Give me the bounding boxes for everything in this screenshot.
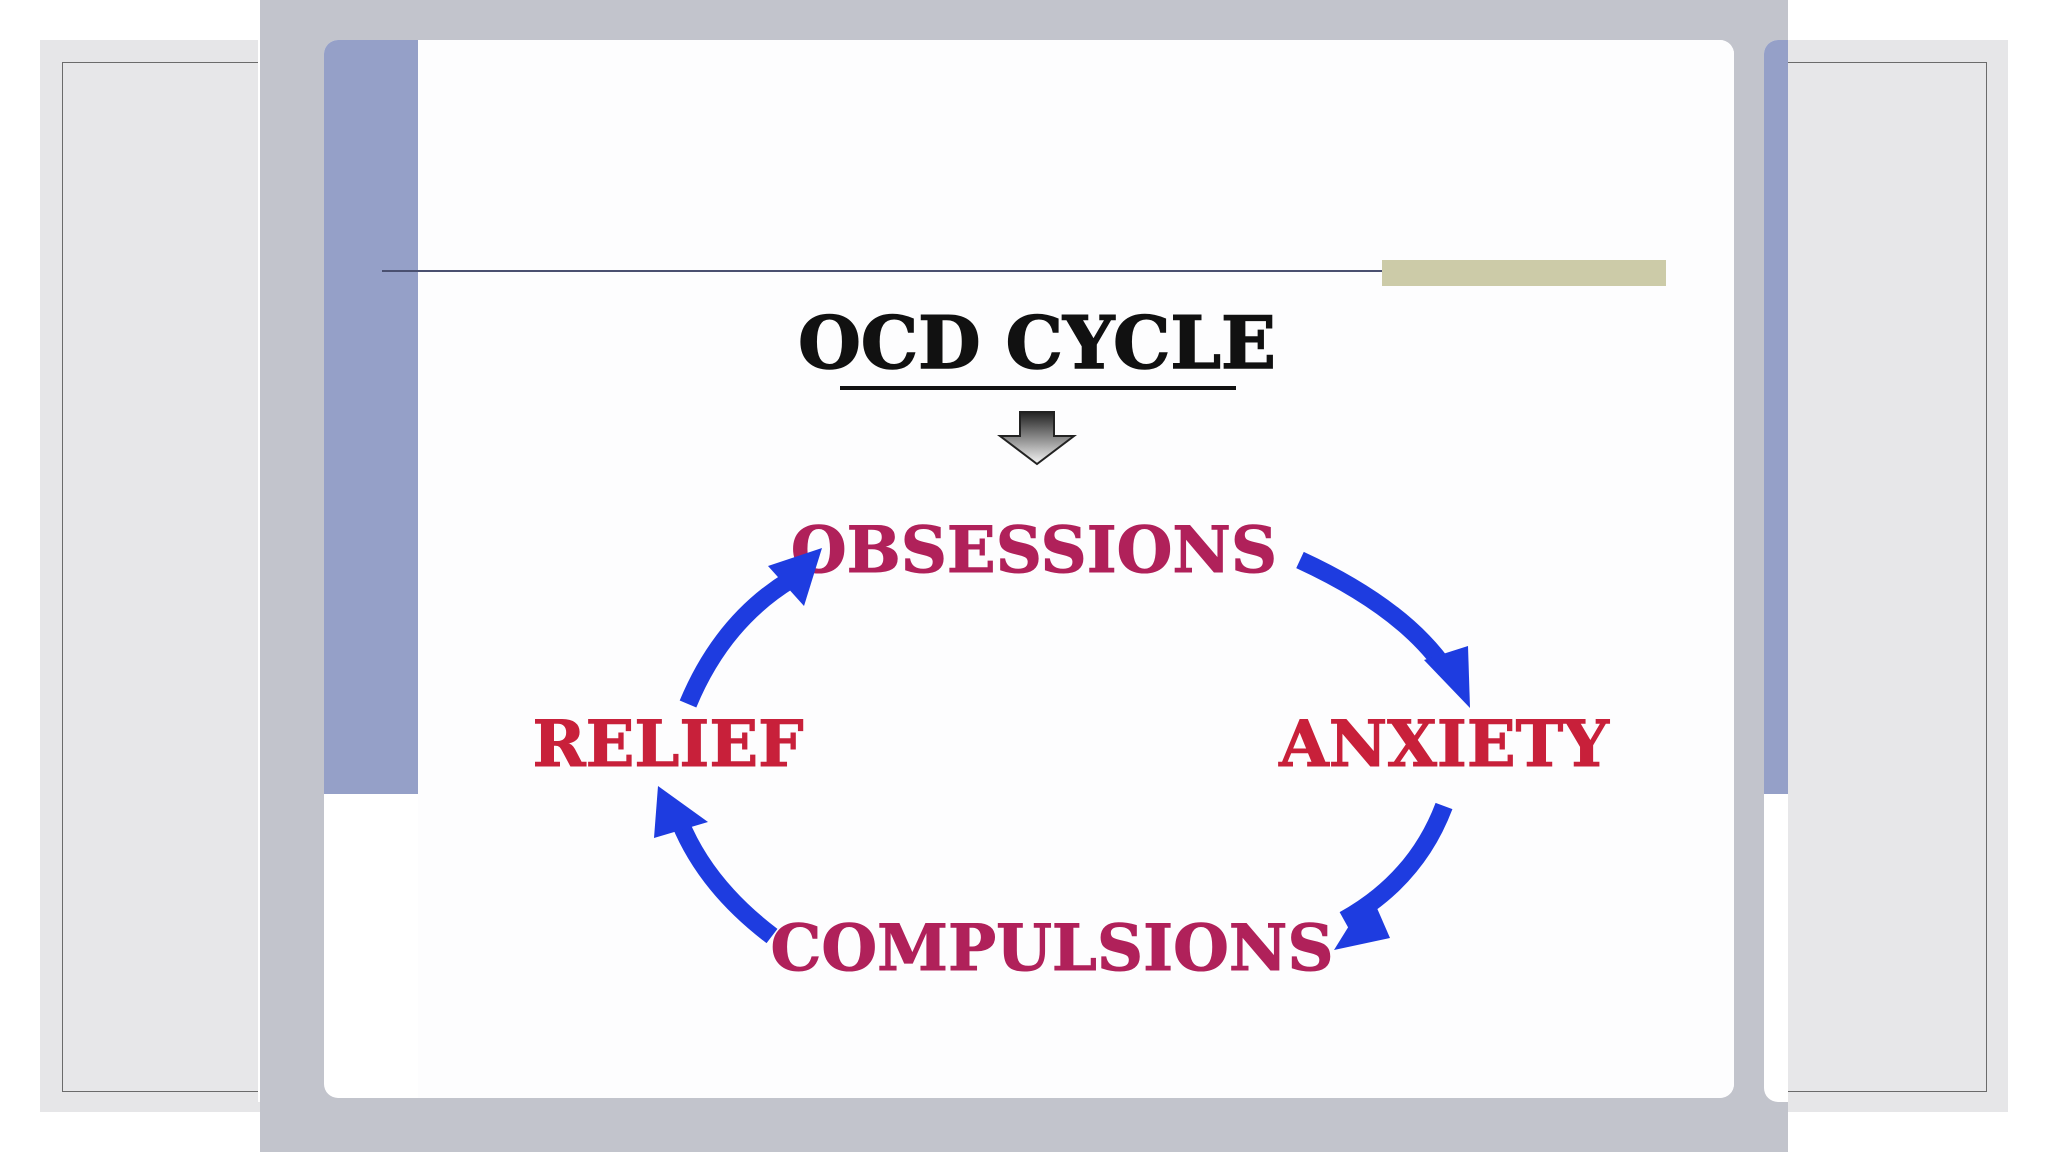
arrow-obsessions-to-anxiety — [1296, 551, 1470, 708]
ocd-cycle-diagram: OCD CYCLE OBSESSIONS ANXIETY COMPULSIONS… — [532, 299, 1611, 986]
previous-slide-preview[interactable] — [40, 40, 260, 1112]
node-compulsions: COMPULSIONS — [770, 911, 1333, 986]
arrow-anxiety-to-compulsions — [1334, 802, 1453, 950]
previous-slide-frame — [62, 62, 259, 1092]
node-anxiety: ANXIETY — [1278, 707, 1610, 782]
main-slide-viewport: OCD CYCLE OBSESSIONS ANXIETY COMPULSIONS… — [260, 0, 1788, 1152]
current-slide: OCD CYCLE OBSESSIONS ANXIETY COMPULSIONS… — [324, 40, 1734, 1098]
down-arrow-icon — [997, 411, 1077, 466]
node-relief: RELIEF — [532, 707, 803, 782]
slide-side-band — [324, 40, 418, 794]
slide-header-rule — [382, 270, 1384, 272]
diagram-title: OCD CYCLE — [798, 300, 1276, 385]
next-slide-frame — [1788, 62, 1987, 1092]
slide-content-area — [418, 40, 1734, 1098]
arrow-compulsions-to-relief — [654, 786, 778, 944]
slide-accent-bar — [1382, 260, 1666, 286]
next-slide-preview[interactable] — [1788, 40, 2008, 1112]
arrow-relief-to-obsessions — [679, 548, 822, 708]
node-obsessions: OBSESSIONS — [791, 513, 1277, 588]
